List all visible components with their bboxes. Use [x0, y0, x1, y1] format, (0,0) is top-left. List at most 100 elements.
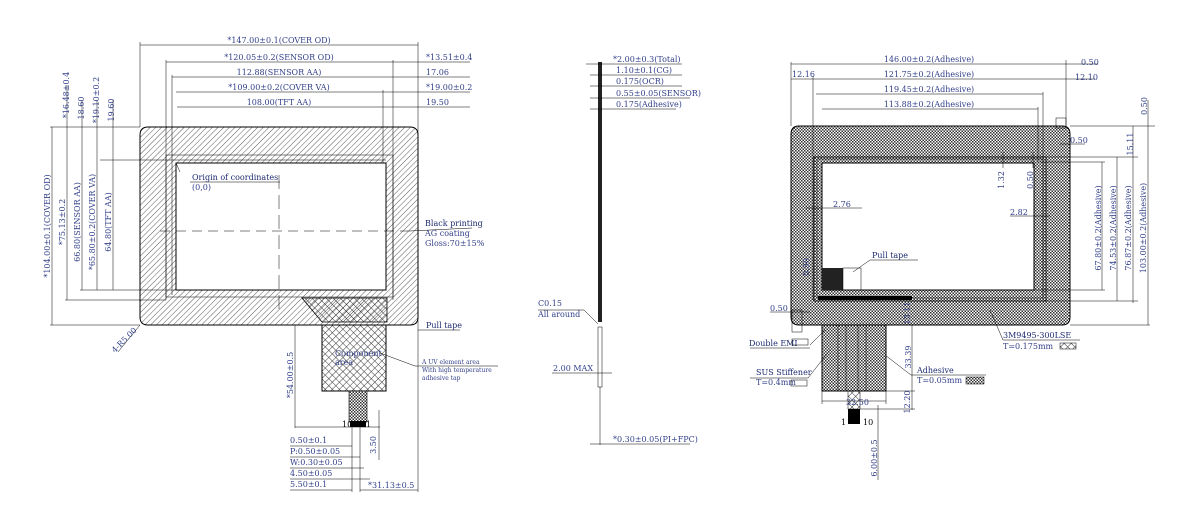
sensor-aa-width: 112.88(SENSOR AA) — [237, 68, 322, 77]
uv-note-3: adhesive tap — [422, 375, 461, 382]
double-emi-label: Double EMI — [749, 339, 798, 348]
dim-0-50-inner: 0.50 — [1026, 171, 1035, 189]
fpc-stiffener-section — [597, 326, 603, 388]
front-view: *147.00±0.1(COVER OD) *120.05±0.2(SENSOR… — [43, 36, 498, 492]
adhesive-label: Adhesive — [916, 366, 954, 375]
sensor-thickness: 0.55±0.05(SENSOR) — [616, 89, 701, 98]
dim-75-13: *75.13±0.2 — [58, 199, 67, 245]
adhesive-height-103: 103.00±0.2(Adhesive) — [1139, 183, 1148, 273]
sensor-od-width: *120.05±0.2(SENSOR OD) — [224, 53, 334, 62]
pull-tape-label: Pull tape — [426, 321, 462, 330]
dim-1-32: 1.32 — [997, 171, 1006, 189]
tape-swatch — [1059, 342, 1077, 350]
dim-0-50-corner: 0.50 — [1070, 136, 1088, 145]
chamfer-label: C0.15 — [538, 299, 562, 308]
max-thickness: 2.00 MAX — [553, 364, 593, 373]
dim-4-50: 4.50±0.05 — [290, 469, 332, 478]
adhesive-width-121-75: 121.75±0.2(Adhesive) — [884, 70, 974, 79]
dim-16-48: *16.48±0.4 — [62, 72, 71, 118]
dim-12-16: 12.16 — [792, 70, 815, 79]
dim-0-50-left: 0.50 — [770, 304, 788, 313]
sus-thickness-label: T=0.4mm — [756, 378, 796, 387]
sus-stiffener-label: SUS Stiffener — [756, 368, 812, 377]
total-thickness: *2.00±0.3(Total) — [613, 55, 681, 64]
origin-coords: (0,0) — [192, 183, 211, 192]
double-emi-stiffener — [821, 324, 887, 392]
back-pin-10-label: 10 — [863, 418, 873, 427]
chamfer-all-around: All around — [537, 310, 580, 319]
connector-contacts — [350, 421, 366, 427]
side-view: *2.00±0.3(Total) 1.10±0.1(CG) 0.175(OCR)… — [537, 55, 701, 445]
dim-width: W:0.30±0.05 — [290, 458, 343, 467]
stack-cross-section — [598, 62, 602, 322]
back-pin-1-label: 1 — [841, 418, 846, 427]
viewing-area — [175, 162, 387, 291]
dim-13-11: 13.11 — [903, 302, 912, 325]
adhesive-height-74-53: 74.53±0.2(Adhesive) — [1109, 185, 1118, 270]
adhesive-height-76-87: 76.87±0.2(Adhesive) — [1124, 185, 1133, 270]
dim-0-50-left-vertical: 0.50 — [802, 258, 811, 276]
double-emi-swatch — [791, 338, 809, 346]
dim-19-10: *19.10±0.2 — [92, 77, 101, 123]
adhesive-thickness-label: T=0.05mm — [917, 376, 962, 385]
dim-31-13: *31.13±0.5 — [368, 481, 414, 490]
back-labels: 146.00±0.2(Adhesive) 0.50 12.16 121.75±0… — [749, 55, 1149, 477]
dim-13-51: *13.51±0.4 — [426, 53, 472, 62]
adhesive-swatch — [965, 376, 985, 385]
back-view: 146.00±0.2(Adhesive) 0.50 12.16 121.75±0… — [749, 55, 1155, 480]
sus-swatch — [790, 379, 808, 387]
dim-0-50: 0.50±0.1 — [290, 436, 327, 445]
back-pull-tape-label: Pull tape — [872, 251, 908, 260]
ocr-thickness: 0.175(OCR) — [616, 77, 664, 86]
dim-2-76: 2.76 — [833, 200, 851, 209]
side-labels: *2.00±0.3(Total) 1.10±0.1(CG) 0.175(OCR)… — [537, 55, 701, 444]
tft-aa-width: 108.00(TFT AA) — [247, 98, 312, 107]
dim-15-11: 15.11 — [1126, 133, 1135, 156]
dim-19-60: 19.60 — [107, 99, 116, 122]
pull-tape-block — [822, 268, 843, 290]
cover-va-width: *109.00±0.2(COVER VA) — [228, 83, 329, 92]
component-area-label-1: Component — [335, 349, 383, 358]
sensor-aa-height: 66.80(SENSOR AA) — [73, 182, 82, 262]
side-dimension-lines — [538, 63, 690, 445]
pin-1-label: 1 — [366, 420, 371, 429]
cover-od-width: *147.00±0.1(COVER OD) — [227, 36, 330, 45]
fpc-bond-area — [301, 297, 388, 323]
dim-0-50-top-right: 0.50 — [1081, 58, 1099, 67]
gloss-label: Gloss:70±15% — [425, 239, 485, 248]
dim-12-10: 12.10 — [1075, 73, 1098, 82]
adhesive-width-146: 146.00±0.2(Adhesive) — [884, 55, 974, 64]
back-connector — [848, 409, 860, 424]
cover-od-height: *104.00±0.1(COVER OD) — [43, 174, 52, 277]
component-area-label-2: area — [335, 358, 353, 367]
cover-va-height: *65.80±0.2(COVER VA) — [88, 174, 97, 270]
component-area — [321, 324, 387, 392]
dim-0-50-vertical-top: 0.50 — [1140, 97, 1149, 115]
dim-5-50: 5.50±0.1 — [290, 480, 327, 489]
back-dimension-lines — [750, 60, 1155, 480]
dim-18-60: 18.60 — [77, 97, 86, 120]
fpc-bond-strip — [818, 296, 912, 300]
dim-pitch: P:0.50±0.05 — [290, 447, 340, 456]
dim-17-06: 17.06 — [426, 68, 449, 77]
black-printing-label: Black printing — [425, 219, 483, 228]
adhesive-width-113-88: 113.88±0.2(Adhesive) — [884, 100, 974, 109]
adhesive-height-67-80: 67.80±0.2(Adhesive) — [1094, 185, 1103, 270]
uv-note-1: A UV element area — [421, 359, 480, 366]
adhesive-thickness: 0.175(Adhesive) — [616, 100, 682, 109]
tape-thickness-label: T=0.175mm — [1003, 342, 1054, 351]
dim-2-82: 2.82 — [1010, 208, 1028, 217]
dim-32-50: 32.50 — [846, 398, 869, 407]
tail-length: *54.00±0.5 — [286, 352, 295, 398]
adhesive-frame — [790, 125, 1071, 326]
dim-6-00: 6.00±0.5 — [870, 439, 879, 476]
dim-19-50: 19.50 — [426, 98, 449, 107]
ag-coating-label: AG coating — [424, 229, 470, 238]
adhesive-width-119-45: 119.45±0.2(Adhesive) — [884, 85, 974, 94]
dim-33-39: 33.39 — [904, 346, 913, 369]
tape-name-label: 3M9495-300LSE — [1003, 331, 1071, 340]
fpc-thickness: *0.30±0.05(PI+FPC) — [613, 435, 698, 444]
dim-3-50: 3.50 — [369, 436, 378, 454]
